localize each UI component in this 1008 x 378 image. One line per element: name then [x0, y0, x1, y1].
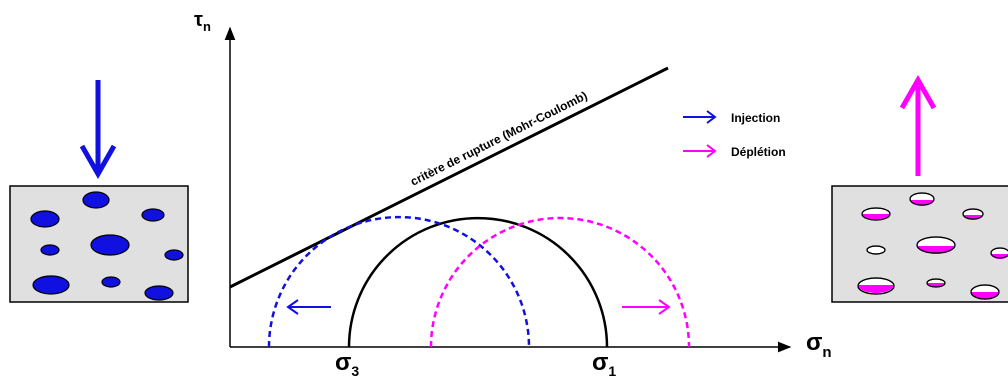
y-axis-label: τn [194, 9, 211, 34]
pore [32, 275, 70, 295]
legend-item-injection: Injection [683, 110, 780, 125]
pore [962, 208, 984, 220]
legend: Injection Déplétion [683, 110, 786, 159]
mohr-circle-initial [347, 216, 609, 348]
saturated-pores [30, 191, 184, 301]
legend-label-depletion: Déplétion [731, 145, 786, 159]
mohr-circle-depletion [429, 216, 691, 348]
failure-envelope-line [229, 66, 669, 289]
x-axis-label: σn [806, 329, 832, 361]
arrow-right-icon [622, 299, 671, 315]
pore [30, 210, 60, 228]
pore [861, 207, 891, 221]
partially-drained-pores [857, 192, 1008, 300]
pore [857, 277, 895, 295]
pore [990, 247, 1008, 259]
failure-criterion-label: critère de rupture (Mohr-Coulomb) [408, 88, 590, 188]
depletion-panel [831, 74, 1008, 303]
pore [101, 276, 121, 288]
pore [82, 191, 110, 209]
sigma1-label: σ1 [592, 349, 616, 378]
pore [40, 244, 60, 256]
mohr-circle-injection [267, 215, 531, 348]
pore [90, 234, 130, 256]
pore [926, 278, 946, 288]
pore [866, 245, 886, 255]
legend-label-injection: Injection [731, 111, 780, 125]
axes [224, 26, 792, 353]
pore [909, 192, 935, 206]
pore [164, 249, 184, 261]
pore [916, 236, 956, 254]
sigma3-label: σ3 [335, 349, 359, 378]
arrow-left-icon [286, 299, 331, 315]
pore [141, 208, 165, 222]
arrow-up-icon-head [899, 74, 937, 110]
arrow-down-icon-head [79, 144, 117, 180]
pore [970, 284, 1000, 300]
legend-item-depletion: Déplétion [683, 144, 786, 159]
pore [144, 285, 174, 301]
injection-panel [9, 80, 189, 303]
